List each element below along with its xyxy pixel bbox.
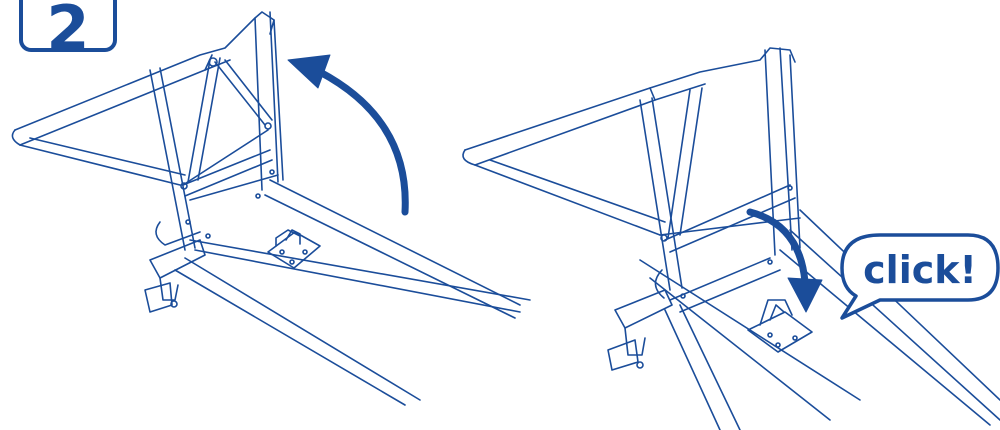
right-uprights <box>639 47 801 313</box>
left-uprights <box>149 11 284 251</box>
right-foot <box>607 269 673 371</box>
left-assembly <box>11 11 531 406</box>
right-floor-bracket <box>747 299 813 353</box>
step-number: 2 <box>46 0 90 65</box>
click-callout: click! <box>840 233 1000 320</box>
right-handle <box>462 47 796 236</box>
left-handle <box>11 11 275 186</box>
rotate-up-arrow-icon <box>287 54 409 216</box>
click-label: click! <box>863 248 977 292</box>
left-base-rails <box>174 179 531 406</box>
step-number-badge: 2 <box>19 0 117 60</box>
left-floor-bracket <box>267 229 321 269</box>
rotate-down-arrow-icon <box>746 208 823 313</box>
left-foot <box>144 221 206 313</box>
